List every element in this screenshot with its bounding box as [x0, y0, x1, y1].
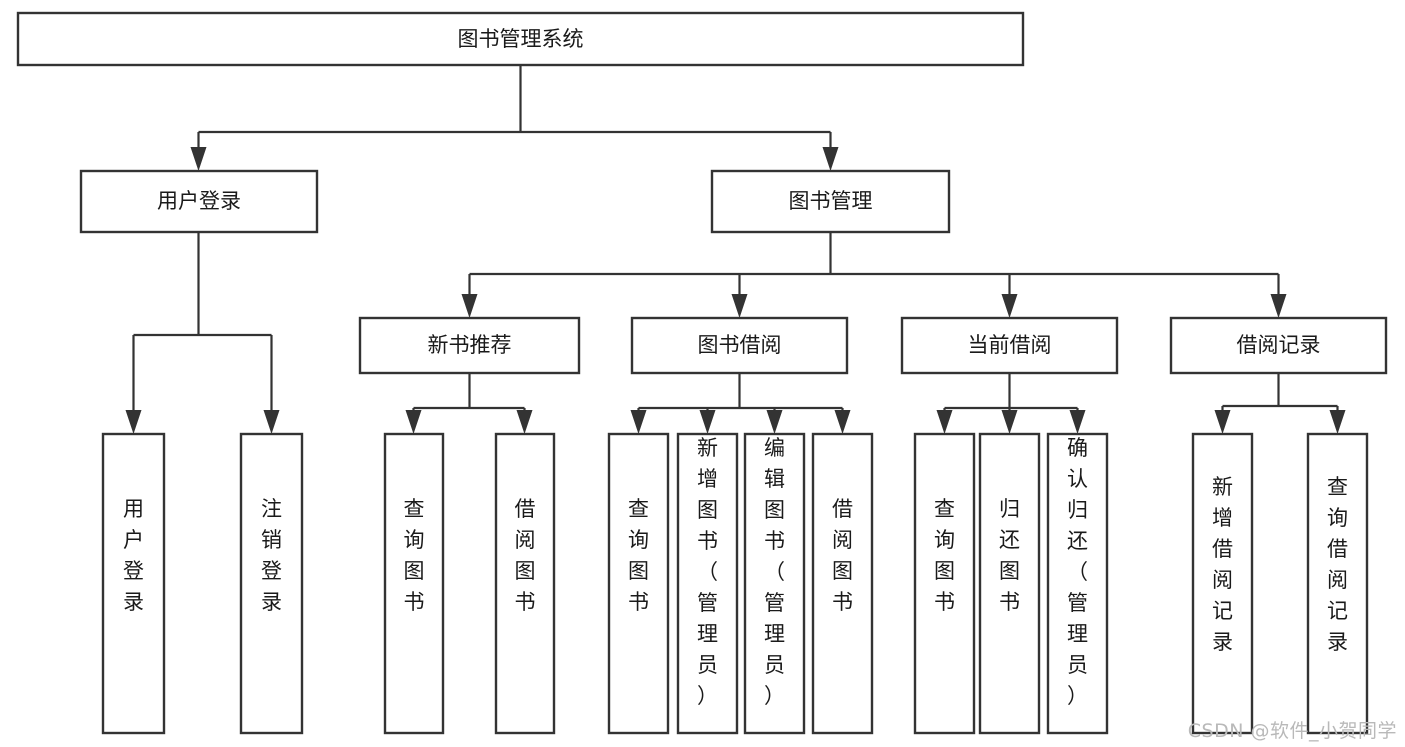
node-leaf-query-book-2[interactable]: 查询图书 [607, 432, 670, 735]
arrowhead-leaf-add-record [1214, 410, 1231, 434]
node-current-borrow-label: 当前借阅 [968, 333, 1052, 357]
node-leaf-add-record-box[interactable] [1191, 432, 1254, 735]
node-borrow-record-label: 借阅记录 [1237, 333, 1321, 357]
arrowhead-current-borrow [1001, 294, 1018, 318]
node-leaf-query-book-1-label: 查询图书 [404, 497, 425, 614]
node-leaf-add-record[interactable]: 新增借阅记录 [1191, 432, 1254, 735]
node-leaf-logout-login-box[interactable] [239, 432, 304, 735]
arrowhead-leaf-confirm-return [1069, 410, 1086, 434]
node-current-borrow-box[interactable] [900, 316, 1119, 375]
arrowhead-leaf-query-book-3 [936, 410, 953, 434]
node-leaf-edit-book-label: 编辑图书（管理员） [764, 436, 785, 708]
node-borrow-record[interactable]: 借阅记录 [1169, 316, 1388, 375]
node-leaf-edit-book[interactable]: 编辑图书（管理员） [743, 432, 806, 735]
arrowhead-leaf-add-book [699, 410, 716, 434]
connector-group-new-book-recommend-to-leaves [405, 373, 533, 434]
arrowhead-leaf-logout-login [263, 410, 280, 434]
node-root[interactable]: 图书管理系统 [16, 11, 1025, 67]
node-book-borrow-box[interactable] [630, 316, 849, 375]
arrowhead-leaf-borrow-book-2 [834, 410, 851, 434]
node-user-login[interactable]: 用户登录 [79, 169, 319, 234]
node-leaf-add-book-box[interactable] [676, 432, 739, 735]
node-user-login-label: 用户登录 [157, 189, 241, 213]
node-leaf-borrow-book-1[interactable]: 借阅图书 [494, 432, 556, 735]
node-new-book-recommend-label: 新书推荐 [428, 333, 512, 357]
node-leaf-borrow-book-1-label: 借阅图书 [515, 497, 536, 614]
node-leaf-borrow-book-2-box[interactable] [811, 432, 874, 735]
node-book-borrow-label: 图书借阅 [698, 333, 782, 357]
node-leaf-add-book[interactable]: 新增图书（管理员） [676, 432, 739, 735]
node-root-label: 图书管理系统 [458, 27, 584, 51]
arrowhead-user-login [190, 147, 207, 171]
node-root-box[interactable] [16, 11, 1025, 67]
connector-group-user-login-to-leaves [125, 232, 280, 434]
node-leaf-borrow-book-2[interactable]: 借阅图书 [811, 432, 874, 735]
node-leaf-query-record-box[interactable] [1306, 432, 1369, 735]
node-current-borrow[interactable]: 当前借阅 [900, 316, 1119, 375]
node-leaf-borrow-book-2-label: 借阅图书 [832, 497, 853, 614]
connector-group-current-borrow-to-leaves [936, 373, 1086, 434]
node-new-book-recommend[interactable]: 新书推荐 [358, 316, 581, 375]
arrowhead-leaf-user-login [125, 410, 142, 434]
arrowhead-borrow-record [1270, 294, 1287, 318]
node-leaf-query-book-2-label: 查询图书 [628, 497, 649, 614]
node-leaf-borrow-book-1-box[interactable] [494, 432, 556, 735]
connector-group-root-to-level2 [190, 65, 839, 171]
connector-group-book-borrow-to-leaves [630, 373, 851, 434]
arrowhead-leaf-borrow-book-1 [516, 410, 533, 434]
node-leaf-logout-login[interactable]: 注销登录 [239, 432, 304, 735]
arrowhead-book-management [822, 147, 839, 171]
node-leaf-add-book-label: 新增图书（管理员） [697, 436, 718, 708]
node-leaf-user-login[interactable]: 用户登录 [101, 432, 166, 735]
node-leaf-query-book-3[interactable]: 查询图书 [913, 432, 976, 735]
node-leaf-query-book-2-box[interactable] [607, 432, 670, 735]
node-leaf-user-login-label: 用户登录 [123, 497, 144, 614]
node-leaf-confirm-return[interactable]: 确认归还（管理员） [1046, 432, 1109, 735]
connector-group-borrow-record-to-leaves [1214, 373, 1346, 434]
node-book-borrow[interactable]: 图书借阅 [630, 316, 849, 375]
node-leaf-return-book-label: 归还图书 [999, 497, 1020, 614]
node-leaf-query-book-1-box[interactable] [383, 432, 445, 735]
node-leaf-return-book[interactable]: 归还图书 [978, 432, 1041, 735]
node-leaf-logout-login-label: 注销登录 [261, 497, 282, 614]
node-leaf-query-record-label: 查询借阅记录 [1327, 475, 1348, 654]
node-leaf-confirm-return-label: 确认归还（管理员） [1067, 436, 1088, 708]
node-user-login-box[interactable] [79, 169, 319, 234]
node-leaf-query-book-3-box[interactable] [913, 432, 976, 735]
node-borrow-record-box[interactable] [1169, 316, 1388, 375]
node-leaf-user-login-box[interactable] [101, 432, 166, 735]
arrowhead-book-borrow [731, 294, 748, 318]
arrowhead-new-book-recommend [461, 294, 478, 318]
node-leaf-edit-book-box[interactable] [743, 432, 806, 735]
node-leaf-add-record-label: 新增借阅记录 [1212, 475, 1233, 654]
arrowhead-leaf-query-book-1 [405, 410, 422, 434]
node-leaf-query-book-1[interactable]: 查询图书 [383, 432, 445, 735]
node-leaf-return-book-box[interactable] [978, 432, 1041, 735]
node-leaf-query-record[interactable]: 查询借阅记录 [1306, 432, 1369, 735]
node-book-management[interactable]: 图书管理 [710, 169, 951, 234]
arrowhead-leaf-query-record [1329, 410, 1346, 434]
arrowhead-leaf-query-book-2 [630, 410, 647, 434]
arrowhead-leaf-return-book [1001, 410, 1018, 434]
arrowhead-leaf-edit-book [766, 410, 783, 434]
node-leaf-confirm-return-box[interactable] [1046, 432, 1109, 735]
node-leaf-query-book-3-label: 查询图书 [934, 497, 955, 614]
connector-group-book-management-to-level3 [461, 232, 1287, 318]
node-new-book-recommend-box[interactable] [358, 316, 581, 375]
node-book-management-label: 图书管理 [789, 189, 873, 213]
node-book-management-box[interactable] [710, 169, 951, 234]
